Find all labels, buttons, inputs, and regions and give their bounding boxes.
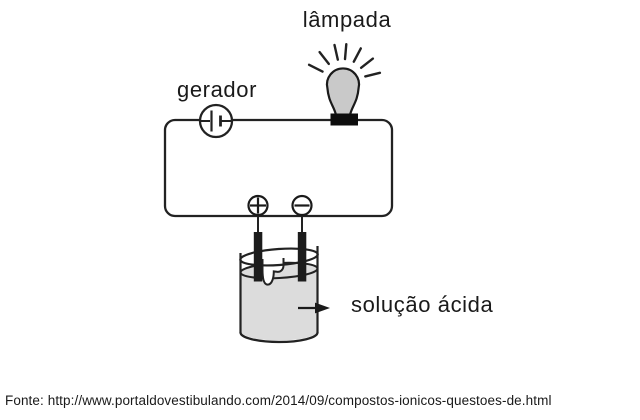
beaker-bottom [239, 332, 319, 344]
lamp-bulb [325, 67, 361, 117]
source-citation: Fonte: http://www.portaldovestibulando.c… [5, 393, 552, 408]
electrode-rod-right [297, 232, 307, 282]
generator-symbol-icon [198, 103, 234, 139]
circuit-wire-loop [163, 118, 394, 218]
lamp-icon [307, 43, 382, 126]
generator-label: gerador [176, 77, 258, 102]
electrodes [247, 194, 313, 282]
electrode-rod-left [253, 232, 263, 282]
positive-terminal-icon [247, 194, 269, 217]
negative-terminal-icon [291, 194, 313, 217]
lamp-base [330, 113, 358, 126]
lamp-label: lâmpada [302, 7, 392, 32]
solution-label: solução ácida [351, 292, 494, 317]
beaker [239, 246, 319, 344]
liquid-body [241, 266, 317, 341]
surface-dip-outline [261, 258, 285, 286]
lamp-rays-icon [307, 43, 382, 78]
solution-arrow-icon [298, 302, 330, 314]
